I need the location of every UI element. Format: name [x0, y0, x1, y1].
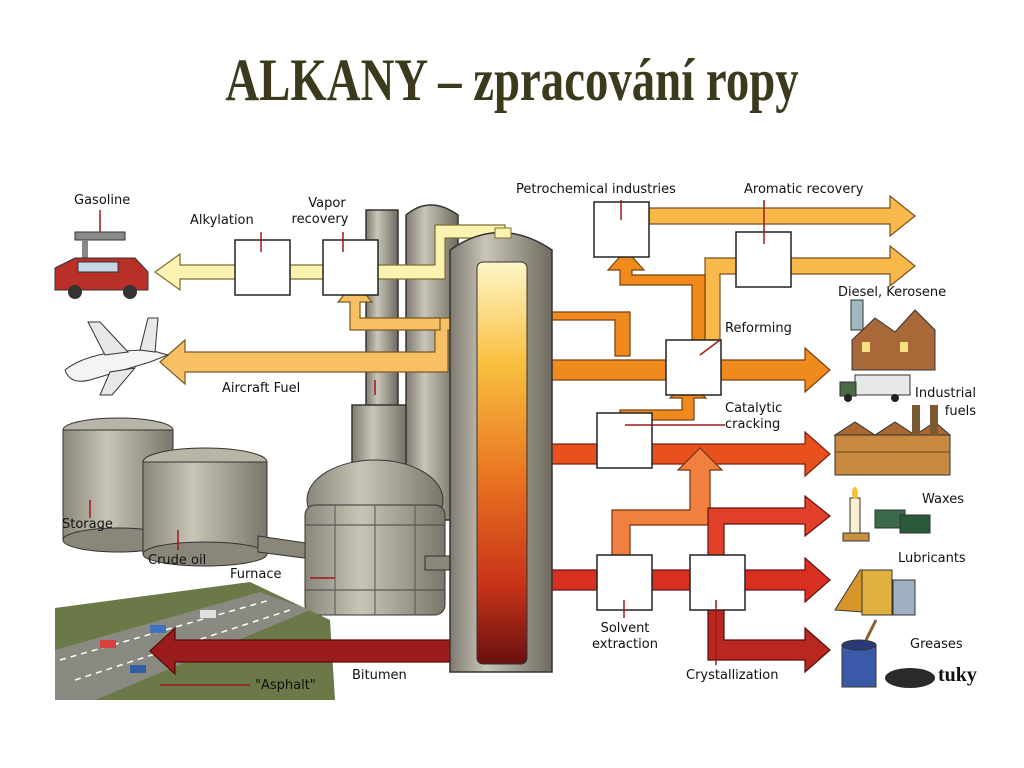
label-storage: Storage: [62, 517, 113, 532]
airplane-icon: [64, 317, 170, 396]
house-lamp-truck-icon: [839, 299, 936, 402]
label-crystallization: Crystallization: [686, 668, 779, 683]
label-furnace: Furnace: [230, 567, 282, 582]
factory-icon: [833, 405, 952, 476]
furnace: [257, 459, 454, 616]
candle-wax-icon: [842, 487, 931, 542]
label-solvent-extraction-line1: Solvent: [600, 621, 650, 636]
gasoline-pump-car-icon: [54, 231, 149, 299]
label-petrochemical-industries: Petrochemical industries: [516, 182, 676, 197]
label-vapor-recovery-line2: recovery: [291, 212, 349, 227]
label-alkylation: Alkylation: [190, 213, 254, 228]
label-catalytic-cracking-line2: cracking: [725, 417, 781, 432]
label-crude-oil: Crude oil: [148, 553, 207, 568]
label-vapor-recovery-line1: Vapor: [308, 196, 346, 211]
storage-tanks: [62, 417, 268, 567]
label-industrial-fuels-line1: Industrial: [915, 386, 976, 401]
oil-can-icon: [834, 569, 916, 616]
label-waxes: Waxes: [922, 492, 965, 507]
label-solvent-extraction-line2: extraction: [592, 637, 658, 652]
label-gasoline: Gasoline: [74, 193, 131, 208]
grease-bucket-icon: [841, 619, 935, 688]
label-leader-lines: [89, 200, 765, 686]
label-industrial-fuels-line2: fuels: [944, 404, 976, 419]
label-lubricants: Lubricants: [898, 551, 966, 566]
label-reforming: Reforming: [725, 321, 792, 336]
label-diesel-kerosene: Diesel, Kerosene: [838, 285, 947, 300]
label-aircraft-fuel: Aircraft Fuel: [222, 381, 301, 396]
label-bitumen: Bitumen: [352, 668, 407, 683]
label-catalytic-cracking-line1: Catalytic: [725, 401, 783, 416]
label-aromatic-recovery: Aromatic recovery: [744, 182, 864, 197]
distillation-column: [449, 227, 553, 673]
annotation-tuky: tuky: [938, 664, 977, 686]
label-asphalt: "Asphalt": [255, 678, 316, 693]
page-title: ALKANY – zpracování ropy: [225, 47, 799, 113]
label-greases: Greases: [910, 637, 963, 652]
